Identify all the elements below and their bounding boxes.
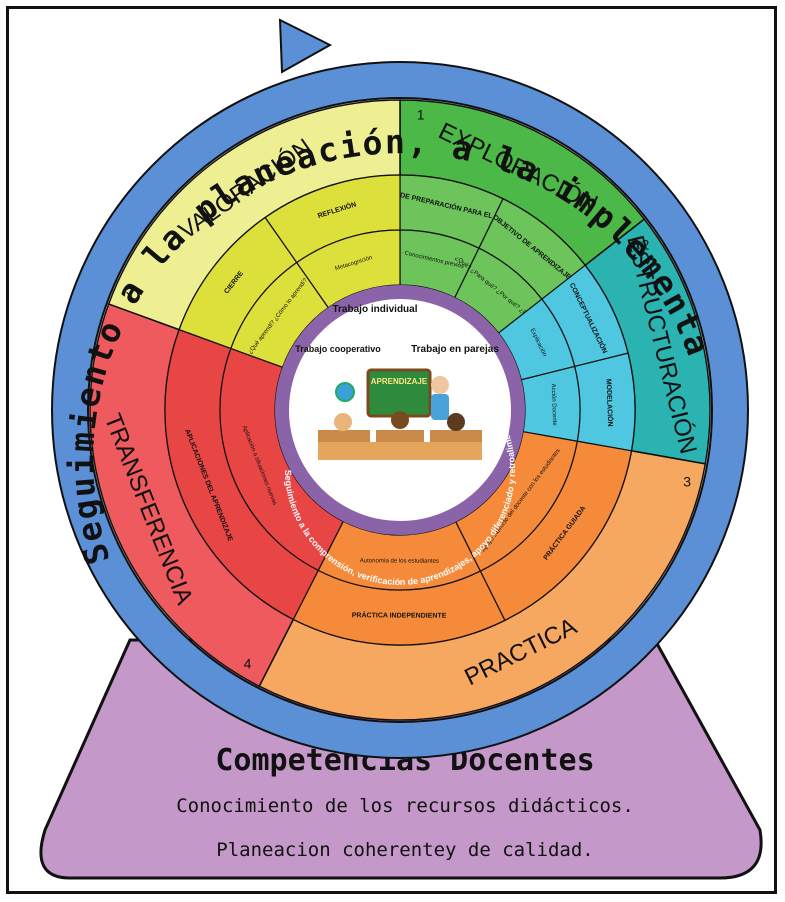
desk-right xyxy=(430,430,482,442)
label-pairs: Trabajo en parejas xyxy=(411,344,499,355)
stage-number-1: 1 xyxy=(417,107,425,123)
outer-ring-border xyxy=(51,61,749,759)
desk-left xyxy=(318,430,370,442)
floor xyxy=(318,442,482,460)
chalkboard-text: APRENDIZAJE xyxy=(371,377,428,386)
label-cooperative: Trabajo cooperativo xyxy=(295,344,381,354)
stage-number-5: 5 xyxy=(126,282,134,298)
base-line-2: Planeacion coherentey de calidad. xyxy=(216,839,594,861)
classroom-illustration: APRENDIZAJE xyxy=(318,368,482,460)
stage-number-3: 3 xyxy=(683,474,691,490)
stage-sub-label: MODELACIÓN xyxy=(605,379,616,427)
stage-sub-label: PRÁCTICA INDEPENDIENTE xyxy=(352,610,447,619)
stage-number-2: 2 xyxy=(641,236,649,252)
student-1 xyxy=(334,413,352,431)
stage-number-4: 4 xyxy=(244,656,252,672)
student-3 xyxy=(447,413,465,431)
stage-detail-label: Autonomía de los estudiantes xyxy=(360,558,439,564)
student-2 xyxy=(391,411,409,429)
ring-arrow-icon xyxy=(278,18,333,74)
stage-detail-label: Acción Docente xyxy=(550,384,557,427)
stage-sub-2-2 xyxy=(573,352,636,452)
label-individual: Trabajo individual xyxy=(332,304,417,315)
outer-ring-inner-border xyxy=(87,97,713,723)
base-line-1: Conocimiento de los recursos didácticos. xyxy=(176,795,634,817)
globe-icon xyxy=(335,382,355,402)
teacher-head xyxy=(431,376,449,394)
desk-mid xyxy=(376,430,424,442)
teacher-body xyxy=(431,394,449,420)
outer-ring xyxy=(52,62,748,758)
